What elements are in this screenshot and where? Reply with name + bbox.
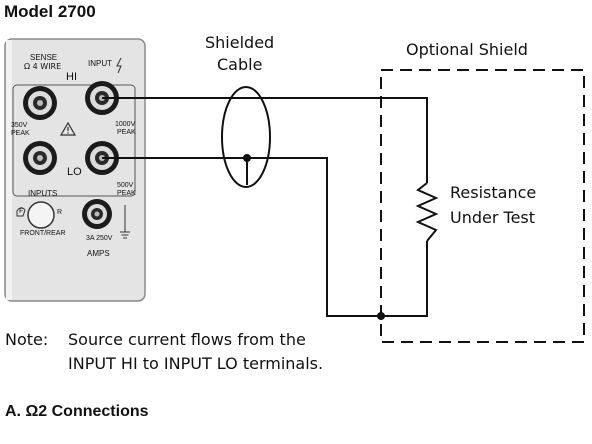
resistance-label-2: Under Test [450,208,536,227]
lo-label: LO [67,166,82,178]
note-prefix: Note: [5,330,49,349]
input-label: INPUT [88,59,112,68]
v1000-label: 1000V [115,121,136,128]
sense-lo-terminal [23,141,57,175]
resistance-label-1: Resistance [450,183,537,202]
note-line-1: Source current flows from the [68,330,306,349]
drain-junction [243,154,251,162]
note-line-2: INPUT HI to INPUT LO terminals. [68,354,324,373]
inputs-label: INPUTS [28,189,58,198]
model-title: Model 2700 [4,2,96,21]
sense-hi-terminal [23,86,57,120]
v350-peak-label: PEAK [11,130,30,137]
shielded-cable-label-2: Cable [217,55,263,74]
amps-rating-label: 3A 250V [86,235,113,242]
warning-icon [59,121,77,136]
rear-label: R [57,209,63,216]
v500-label: 500V [117,182,134,189]
front-rear-label: FRONT/REAR [20,230,66,237]
hi-wire [102,97,428,183]
front-rear-switch [16,201,55,229]
ground-symbol-icon [120,205,130,239]
hi-label: HI [66,71,77,83]
sense-label: SENSE [30,53,58,62]
shielded-cable-label-1: Shielded [205,33,275,52]
resistor-zigzag [415,182,439,242]
front-label: F [19,208,24,215]
wires [102,97,439,317]
lo-wire [102,157,428,317]
v350-label: 350V [11,122,28,129]
lightning-icon [116,57,122,74]
v500-peak-label: PEAK [117,190,136,197]
v1000-peak-label: PEAK [117,129,136,136]
optional-shield-box [380,69,585,343]
figure-caption: A. Ω2 Connections [5,403,149,420]
shielded-cable-ellipse [221,86,271,188]
optional-shield-label: Optional Shield [406,40,528,59]
sense-4wire-label: Ω 4 WIRE [24,62,62,71]
amps-label: AMPS [87,249,110,258]
amps-terminal [82,199,112,229]
